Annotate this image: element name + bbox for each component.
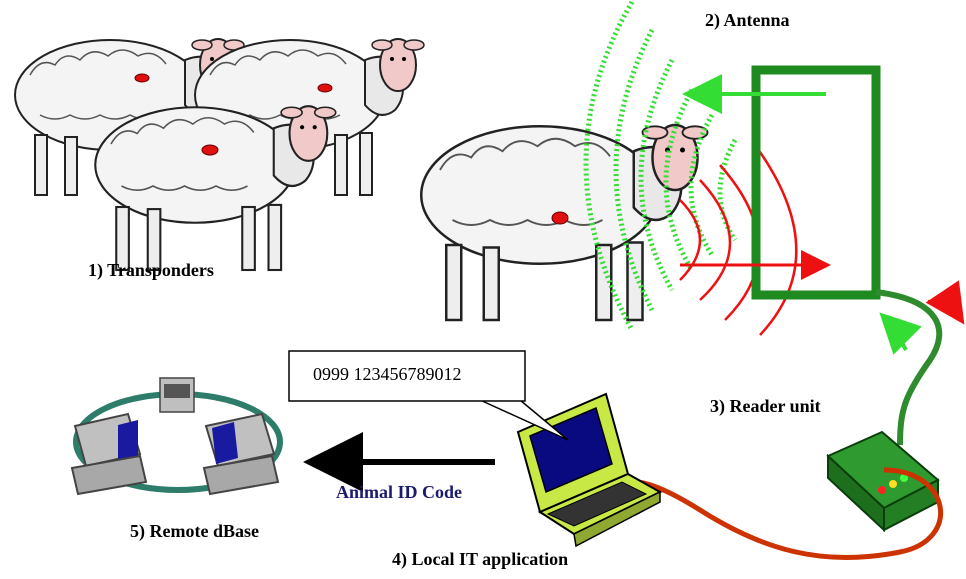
transponder-tag (134, 73, 150, 83)
sheep-at-antenna (420, 123, 709, 322)
cable-signal-red-arrow (925, 280, 965, 325)
label-reader-unit: 3) Reader unit (710, 396, 821, 416)
computer-left (70, 412, 148, 496)
transponder-tag (201, 144, 219, 156)
cable-signal-green-arrow (879, 312, 922, 355)
antenna-field-arcs (583, 0, 738, 332)
id-callout-box (288, 350, 526, 402)
transponder-tag (317, 83, 333, 93)
reader-led-yellow (889, 480, 897, 488)
label-transponders: 1) Transponders (88, 260, 214, 280)
reader-led-red (878, 486, 886, 494)
sheep-herd (14, 38, 425, 272)
reader-led-green (900, 474, 908, 482)
id-code-text: 0999 123456789012 (313, 364, 462, 384)
antenna-frame (751, 65, 881, 300)
label-remote-db: 5) Remote dBase (130, 521, 259, 541)
network-node-top (159, 377, 195, 413)
antenna-cable (875, 289, 943, 446)
transponder-tag (551, 211, 569, 225)
label-animal-id: Animal ID Code (336, 482, 463, 502)
label-local-it: 4) Local IT application (392, 549, 569, 569)
label-antenna: 2) Antenna (705, 10, 790, 30)
reader-laptop-cable (624, 467, 943, 560)
remote-database (70, 377, 283, 496)
computer-right (202, 412, 280, 496)
transponder-signal-arcs (679, 144, 798, 336)
